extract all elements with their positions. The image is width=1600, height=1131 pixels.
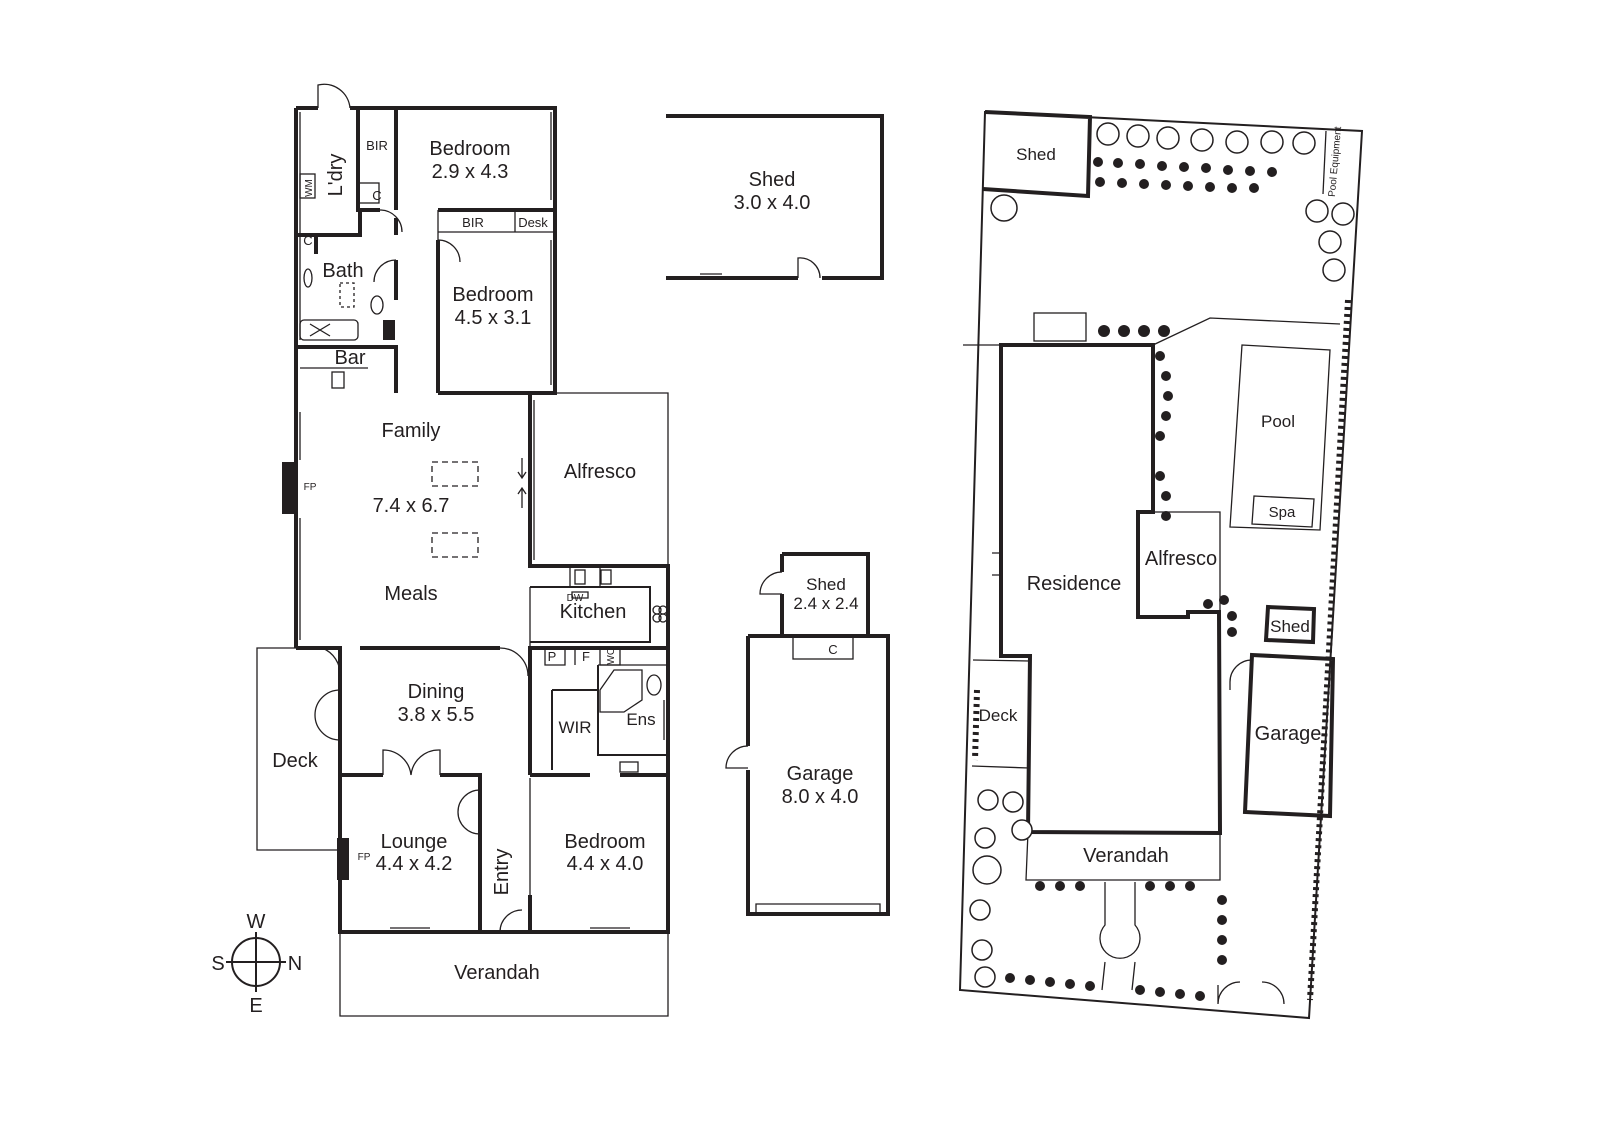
fireplace-lounge: [337, 838, 349, 880]
compass-s: S: [211, 953, 224, 975]
meals-label: Meals: [384, 583, 437, 605]
family-size: 7.4 x 6.7: [373, 495, 450, 517]
lounge-label: Lounge: [381, 831, 448, 853]
kitchen-bench: [530, 586, 651, 643]
house-floor-plan: [256, 83, 670, 1017]
bath-label: Bath: [322, 260, 363, 282]
residence-label: Residence: [1027, 573, 1122, 595]
fp2-label: FP: [358, 852, 371, 863]
kitchen-label: Kitchen: [560, 601, 627, 623]
shed-large-size: 3.0 x 4.0: [734, 192, 811, 214]
family-label: Family: [382, 420, 441, 442]
wo-label: WO: [606, 647, 617, 664]
house-outline: [294, 106, 670, 934]
spa-label: Spa: [1269, 504, 1296, 521]
site-garage-label: Garage: [1255, 723, 1322, 745]
hedge-right: [1307, 299, 1351, 1001]
fireplace-family: [282, 462, 294, 514]
desk-label: Desk: [518, 215, 548, 230]
hedge-left: [972, 689, 980, 761]
site-plan: Shed Pool Equipment Pool Spa Residence A…: [958, 110, 1364, 1020]
floor-plan-labels: Bedroom 2.9 x 4.3 BIR C BIR Desk L'dry W…: [272, 138, 655, 984]
fp1-label: FP: [304, 482, 317, 493]
cupboard-label: C: [372, 188, 381, 203]
compass-w: W: [247, 911, 266, 933]
cupboard-hall-label: C: [303, 233, 312, 248]
deck-outline: [256, 647, 340, 851]
dining-label: Dining: [408, 681, 465, 703]
site-alfresco-label: Alfresco: [1145, 548, 1217, 570]
shed-large-label: Shed: [749, 169, 796, 191]
wir-label: WIR: [558, 718, 591, 737]
site-verandah-label: Verandah: [1083, 845, 1169, 867]
pool-outline: [1229, 344, 1331, 531]
dw-label: DW: [567, 593, 584, 604]
pool-label: Pool: [1261, 412, 1295, 431]
dining-size: 3.8 x 5.5: [398, 704, 475, 726]
garage-cupboard-label: C: [828, 642, 837, 657]
verandah-label: Verandah: [454, 962, 540, 984]
alfresco-outline: [530, 392, 669, 566]
bedroom2-size: 4.5 x 3.1: [455, 307, 532, 329]
bedroom3-size: 4.4 x 4.0: [567, 853, 644, 875]
site-deck-label: Deck: [979, 706, 1018, 725]
shed-small-label: Shed: [806, 575, 846, 594]
trees: [969, 122, 1355, 988]
verandah-outline: [339, 932, 669, 1017]
bedroom1-label: Bedroom: [429, 138, 510, 160]
lounge-size: 4.4 x 4.2: [376, 853, 453, 875]
pool-equipment-label: Pool Equipment: [1327, 126, 1344, 198]
compass-e: E: [249, 995, 262, 1017]
bedroom3-label: Bedroom: [564, 831, 645, 853]
compass-n: N: [288, 953, 302, 975]
bar-label: Bar: [334, 347, 365, 369]
site-shed-label: Shed: [1270, 617, 1310, 636]
compass-rose: W S N E: [211, 911, 302, 1017]
wm-label: WM: [304, 179, 315, 197]
deck-label: Deck: [272, 750, 319, 772]
garage-label: Garage: [787, 763, 854, 785]
garage-block: Shed 2.4 x 2.4 C Garage 8.0 x 4.0: [725, 552, 890, 916]
laundry-label: L'dry: [325, 154, 347, 197]
pantry-label: P: [548, 649, 557, 664]
shed-small-size: 2.4 x 2.4: [793, 594, 858, 613]
garage-size: 8.0 x 4.0: [782, 786, 859, 808]
laundry-door: [317, 83, 351, 109]
site-boundary: [958, 110, 1364, 1020]
bir1-label: BIR: [366, 138, 388, 153]
spa-outline: [1251, 495, 1315, 528]
bir2-label: BIR: [462, 215, 484, 230]
fridge-label: F: [582, 649, 590, 664]
entry-label: Entry: [491, 849, 513, 896]
alfresco-label: Alfresco: [564, 461, 636, 483]
ens-label: Ens: [626, 710, 655, 729]
shrubs: [1005, 157, 1277, 1001]
bedroom2-label: Bedroom: [452, 284, 533, 306]
bedroom1-size: 2.9 x 4.3: [432, 161, 509, 183]
site-shed-top-label: Shed: [1016, 145, 1056, 164]
large-shed: Shed 3.0 x 4.0: [666, 114, 884, 280]
